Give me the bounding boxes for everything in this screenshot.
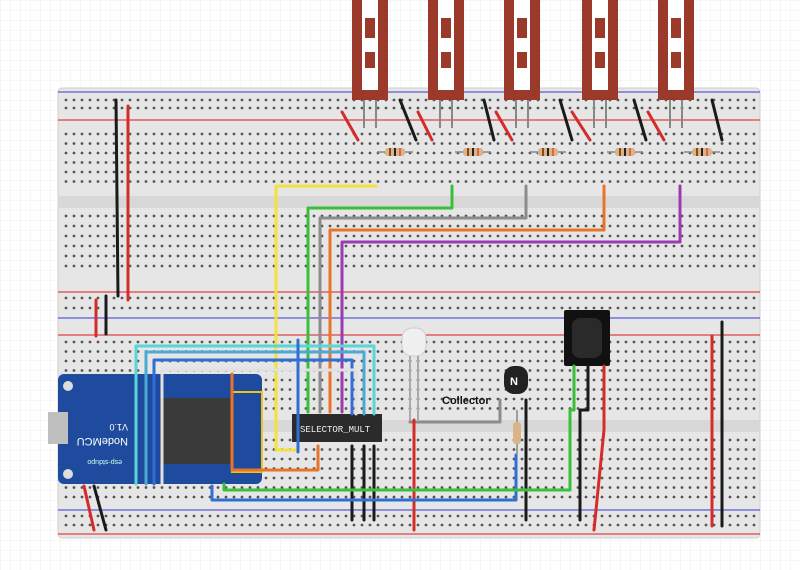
wire-green <box>306 184 454 414</box>
wire-red <box>646 110 666 142</box>
wires <box>82 98 724 532</box>
wire-black <box>632 98 648 142</box>
wire-gray <box>318 184 528 414</box>
wire-red <box>82 484 96 532</box>
wire-black <box>482 98 496 142</box>
wire-orange <box>328 184 606 414</box>
wire-yellow <box>274 184 378 452</box>
nodemcu-board: NodeMCU V1.0 esp-stdupo <box>48 374 263 484</box>
mcu-label-version: V1.0 <box>109 422 128 432</box>
bottom-power-rail <box>58 509 760 535</box>
wire-gray <box>408 398 502 424</box>
resistor-vertical <box>513 422 521 444</box>
wire-purple <box>340 184 682 414</box>
wire-blue <box>210 453 518 502</box>
flex-sensors <box>352 0 694 128</box>
wire-orange <box>230 372 320 472</box>
wire-red <box>340 110 360 142</box>
wire-black <box>558 98 574 142</box>
wire-white <box>160 368 358 486</box>
mcu-label-small: esp-stdupo <box>87 458 122 465</box>
ir-receiver <box>564 310 610 366</box>
multiplexer-chip: SELECTOR_MULT <box>292 414 382 442</box>
ic-label: SELECTOR_MULT <box>300 425 371 435</box>
mcu-label-main: NodeMCU <box>77 435 128 447</box>
wire-red <box>494 110 514 142</box>
wire-black <box>398 98 418 142</box>
wire-green <box>222 364 576 492</box>
collector-label: Collector <box>442 395 490 407</box>
usb-port <box>48 412 68 444</box>
antenna-trace <box>231 391 263 473</box>
upper-middle-rail <box>58 291 760 319</box>
wire-red <box>570 110 592 142</box>
wire-cyan <box>134 344 376 486</box>
wire-black <box>92 484 108 532</box>
wire-black <box>114 98 120 298</box>
wire-blue <box>152 358 354 486</box>
wire-red <box>592 364 606 532</box>
center-channel-top <box>58 196 760 208</box>
wire-black <box>710 98 724 142</box>
transistor-letter: N <box>510 376 518 388</box>
esp-module <box>160 398 234 464</box>
led <box>401 327 427 422</box>
wire-black <box>578 364 590 522</box>
wire-red <box>416 110 434 142</box>
resistors <box>377 148 720 455</box>
wire-lightblue <box>144 350 366 486</box>
npn-transistor: N Collector <box>442 366 528 407</box>
